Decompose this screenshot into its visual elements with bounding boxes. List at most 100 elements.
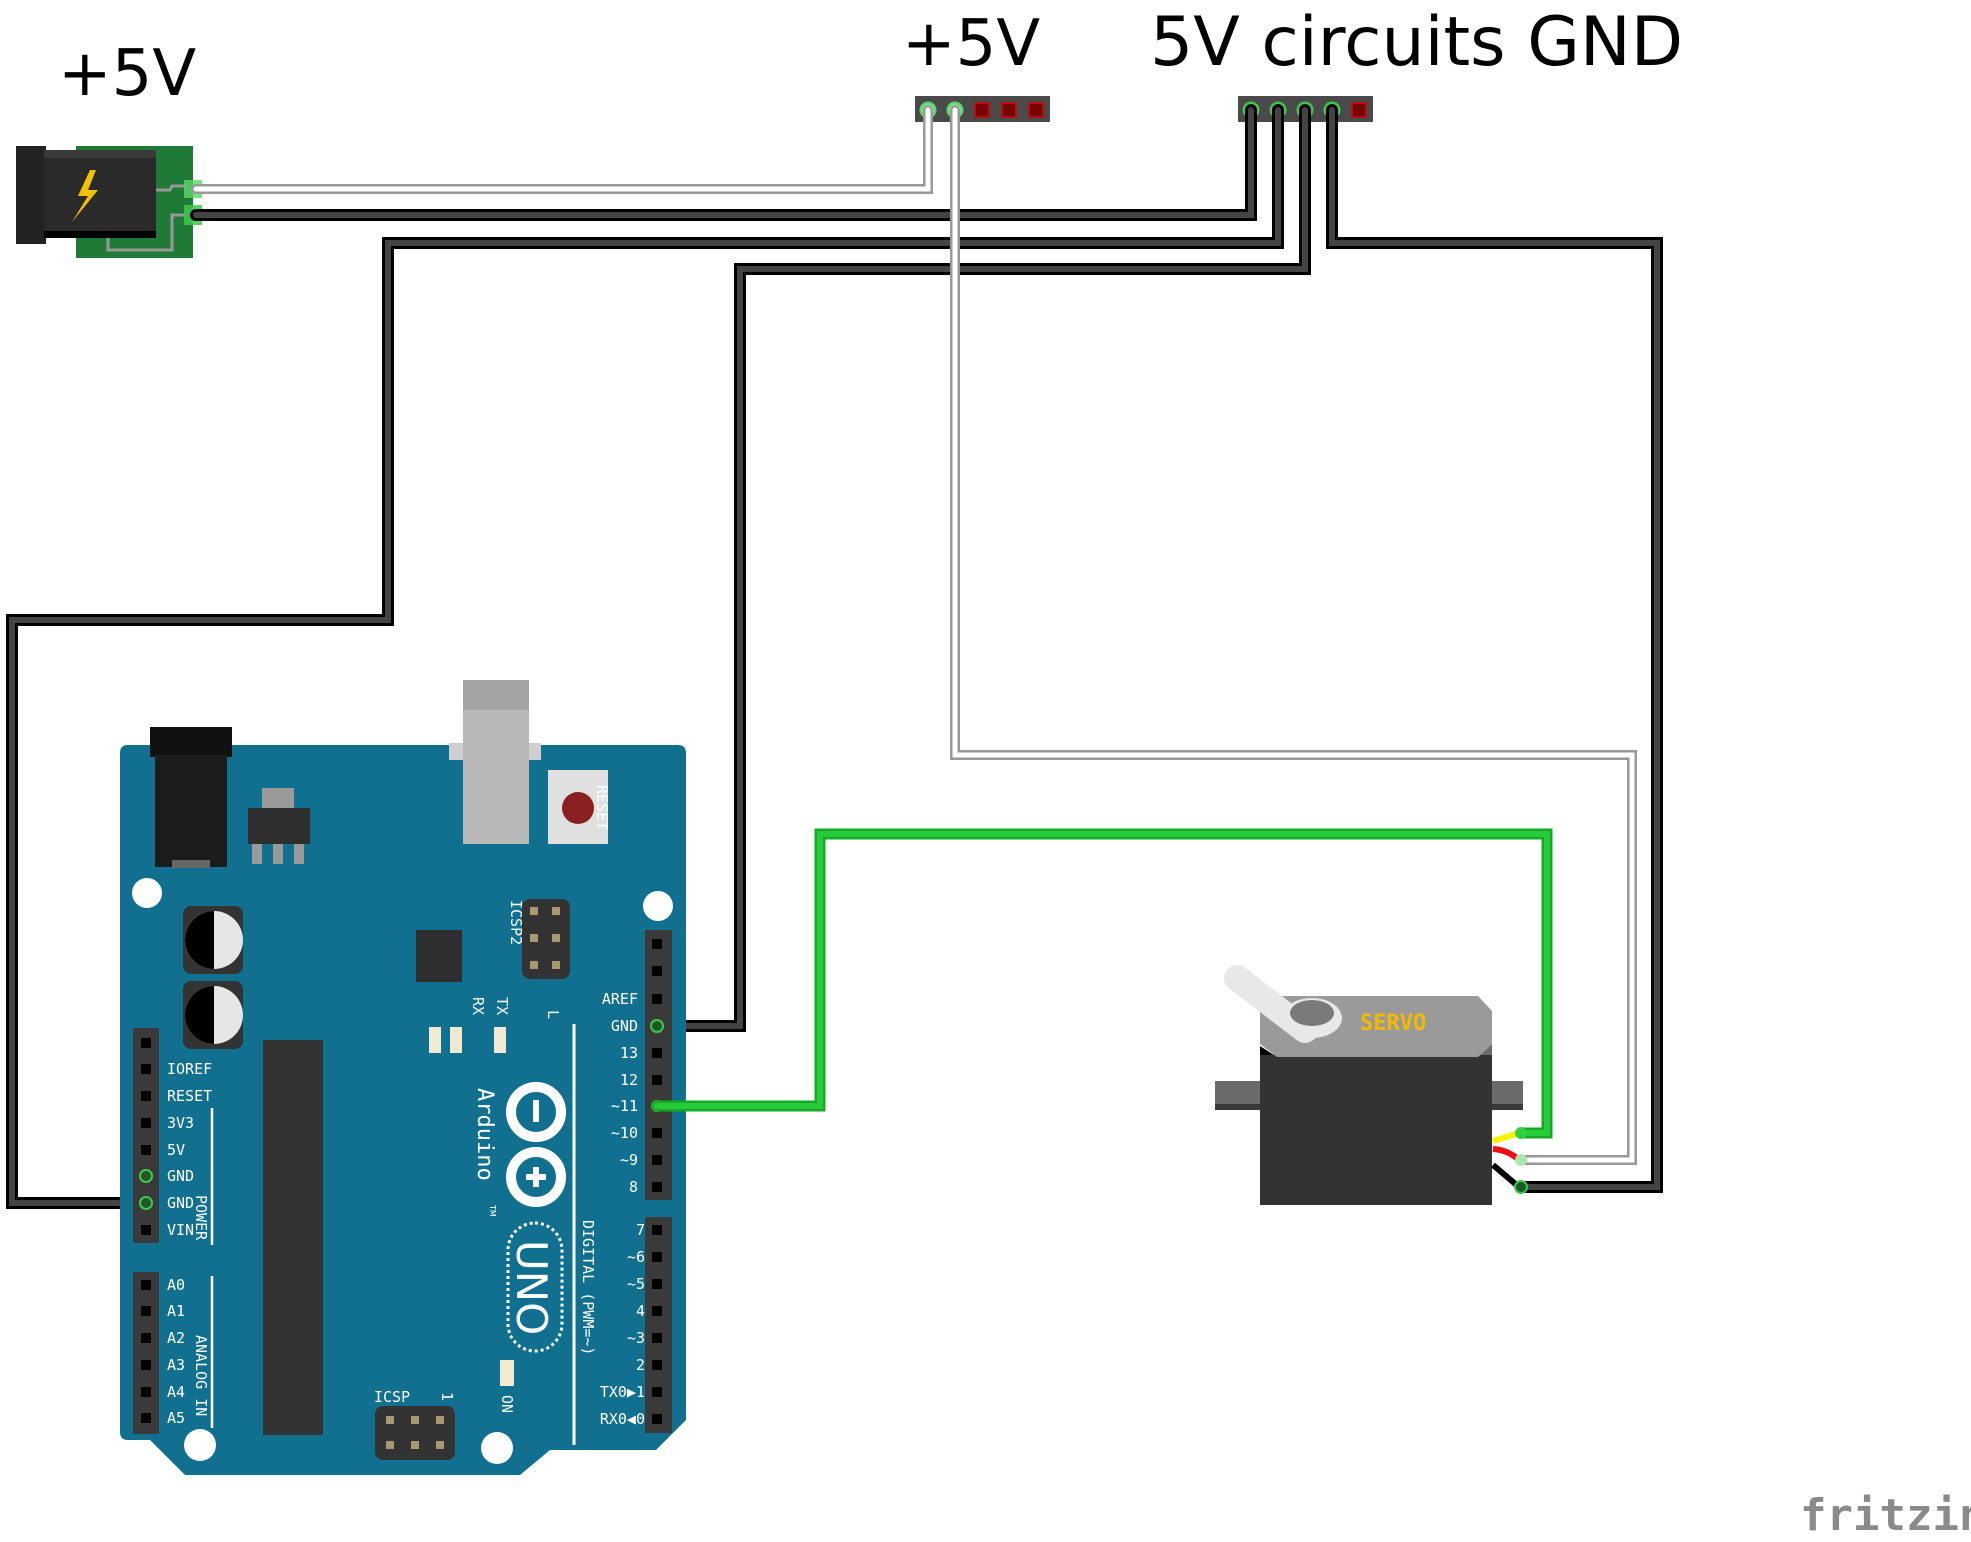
digital-pin-label: ~10	[611, 1124, 638, 1142]
icsp-label: ICSP	[374, 1388, 410, 1406]
digital-pin[interactable]	[652, 1414, 662, 1424]
servo-pin-gnd[interactable]	[1514, 1180, 1528, 1194]
servo-pin-power[interactable]	[1515, 1154, 1527, 1166]
header-gnd-label: 5V circuits GND	[1150, 3, 1683, 82]
power-pin[interactable]	[141, 1064, 151, 1074]
uno-wordmark: UNO	[507, 1240, 556, 1335]
analog-pin-label: A2	[167, 1329, 185, 1347]
power-pin-label: 5V	[167, 1141, 185, 1159]
power-pin[interactable]	[141, 1118, 151, 1128]
mount-hole	[481, 1432, 513, 1464]
digital-pin-label: GND	[611, 1017, 638, 1035]
header-5v-label: +5V	[902, 7, 1040, 81]
digital-section-label: DIGITAL (PWM=~)	[579, 1220, 597, 1355]
header-5v-pin-unused[interactable]	[1001, 102, 1017, 118]
wire-jack-gnd-to-gnd-header[interactable]	[190, 104, 1257, 221]
digital-pin[interactable]	[652, 1279, 662, 1289]
power-pin-connected[interactable]	[139, 1169, 153, 1183]
power-pin[interactable]	[141, 1145, 151, 1155]
digital-pin[interactable]	[652, 1075, 662, 1085]
wire-arduino-digital-gnd-to-gnd-header[interactable]	[651, 104, 1311, 1032]
digital-pin-label: ~9	[620, 1151, 638, 1169]
arduino-logo	[506, 1082, 566, 1207]
capacitor	[183, 906, 243, 974]
arduino-uno-board[interactable]: RESET ICSP2 RX TX L	[120, 680, 686, 1475]
digital-pin[interactable]	[652, 1128, 662, 1138]
analog-pin[interactable]	[141, 1413, 151, 1423]
led-label-rx: RX	[469, 997, 487, 1015]
digital-pin[interactable]	[652, 1225, 662, 1235]
servo-shaft	[1290, 1000, 1334, 1026]
digital-pin-label: 12	[620, 1071, 638, 1089]
wire-jack-plus-to-5v-header[interactable]	[191, 105, 933, 194]
jack-voltage-label: +5V	[58, 37, 196, 111]
usb-chip	[416, 930, 462, 982]
power-header	[133, 1028, 159, 1243]
lightning-icon	[72, 170, 98, 222]
servo-signal-lead	[1492, 1130, 1520, 1144]
power-pin[interactable]	[141, 1225, 151, 1235]
analog-section-label: ANALOG IN	[192, 1335, 210, 1416]
icsp2-header	[522, 899, 570, 979]
led-on	[500, 1360, 514, 1386]
header-5v-pin-unused[interactable]	[1028, 102, 1044, 118]
digital-pin-connected[interactable]	[650, 1019, 664, 1033]
digital-pin-label: 7	[636, 1221, 645, 1239]
analog-pin-label: A5	[167, 1409, 185, 1427]
digital-pin[interactable]	[652, 1048, 662, 1058]
wire-arduino-power-gnd-to-gnd-header[interactable]	[6, 104, 1284, 1209]
digital-pin[interactable]	[652, 1155, 662, 1165]
digital-pin-label: 2	[636, 1356, 645, 1374]
digital-pin[interactable]	[652, 1387, 662, 1397]
dc-power-jack[interactable]	[16, 146, 202, 258]
arduino-wordmark: Arduino	[472, 1088, 497, 1181]
mount-hole	[132, 878, 162, 908]
header-5v-pin-unused[interactable]	[974, 102, 990, 118]
led-label-l: L	[544, 1010, 562, 1019]
digital-pin-label: ~3	[627, 1329, 645, 1347]
power-pin[interactable]	[141, 1091, 151, 1101]
analog-pin[interactable]	[141, 1280, 151, 1290]
digital-pin[interactable]	[652, 1182, 662, 1192]
analog-pin[interactable]	[141, 1360, 151, 1370]
analog-pin-label: A4	[167, 1383, 185, 1401]
digital-pin[interactable]	[652, 966, 662, 976]
digital-pin[interactable]	[652, 1360, 662, 1370]
wire-gnd-header-to-servo-gnd[interactable]	[1326, 104, 1663, 1193]
digital-pin[interactable]	[652, 1306, 662, 1316]
digital-pin[interactable]	[652, 1333, 662, 1343]
servo-body	[1260, 1055, 1492, 1205]
power-pin-connected[interactable]	[139, 1196, 153, 1210]
power-section-label: POWER	[192, 1195, 210, 1241]
header-gnd-pin-unused[interactable]	[1351, 102, 1367, 118]
analog-pin[interactable]	[141, 1333, 151, 1343]
led-tx	[450, 1027, 462, 1053]
jack-front	[16, 146, 46, 244]
digital-pin[interactable]	[652, 1252, 662, 1262]
power-pin-label: 3V3	[167, 1114, 194, 1132]
power-pin[interactable]	[141, 1038, 151, 1048]
digital-pin[interactable]	[652, 994, 662, 1004]
servo-pin-signal[interactable]	[1515, 1127, 1527, 1139]
wire-pin11-to-servo-signal[interactable]	[651, 828, 1553, 1139]
board-power-jack	[150, 727, 232, 757]
digital-pin-label: AREF	[602, 990, 638, 1008]
analog-pin[interactable]	[141, 1306, 151, 1316]
digital-pin-label: 8	[629, 1178, 638, 1196]
digital-header-low	[645, 1217, 672, 1433]
analog-pin[interactable]	[141, 1387, 151, 1397]
wire-5v-header-to-servo-power[interactable]	[950, 105, 1637, 1165]
power-pin-label: IOREF	[167, 1060, 212, 1078]
mount-hole	[184, 1429, 216, 1461]
power-pin-label: RESET	[167, 1087, 212, 1105]
digital-pin-label: ~5	[627, 1275, 645, 1293]
digital-pin-label: ~11	[611, 1097, 638, 1115]
servo-motor[interactable]: SERVO	[1215, 965, 1528, 1205]
analog-pin-label: A0	[167, 1276, 185, 1294]
servo-label: SERVO	[1360, 1011, 1426, 1036]
digital-pin-label: TX0▶1	[600, 1383, 645, 1401]
digital-pin[interactable]	[652, 939, 662, 949]
power-pin-label: VIN	[167, 1221, 194, 1239]
icsp-header	[375, 1406, 455, 1460]
